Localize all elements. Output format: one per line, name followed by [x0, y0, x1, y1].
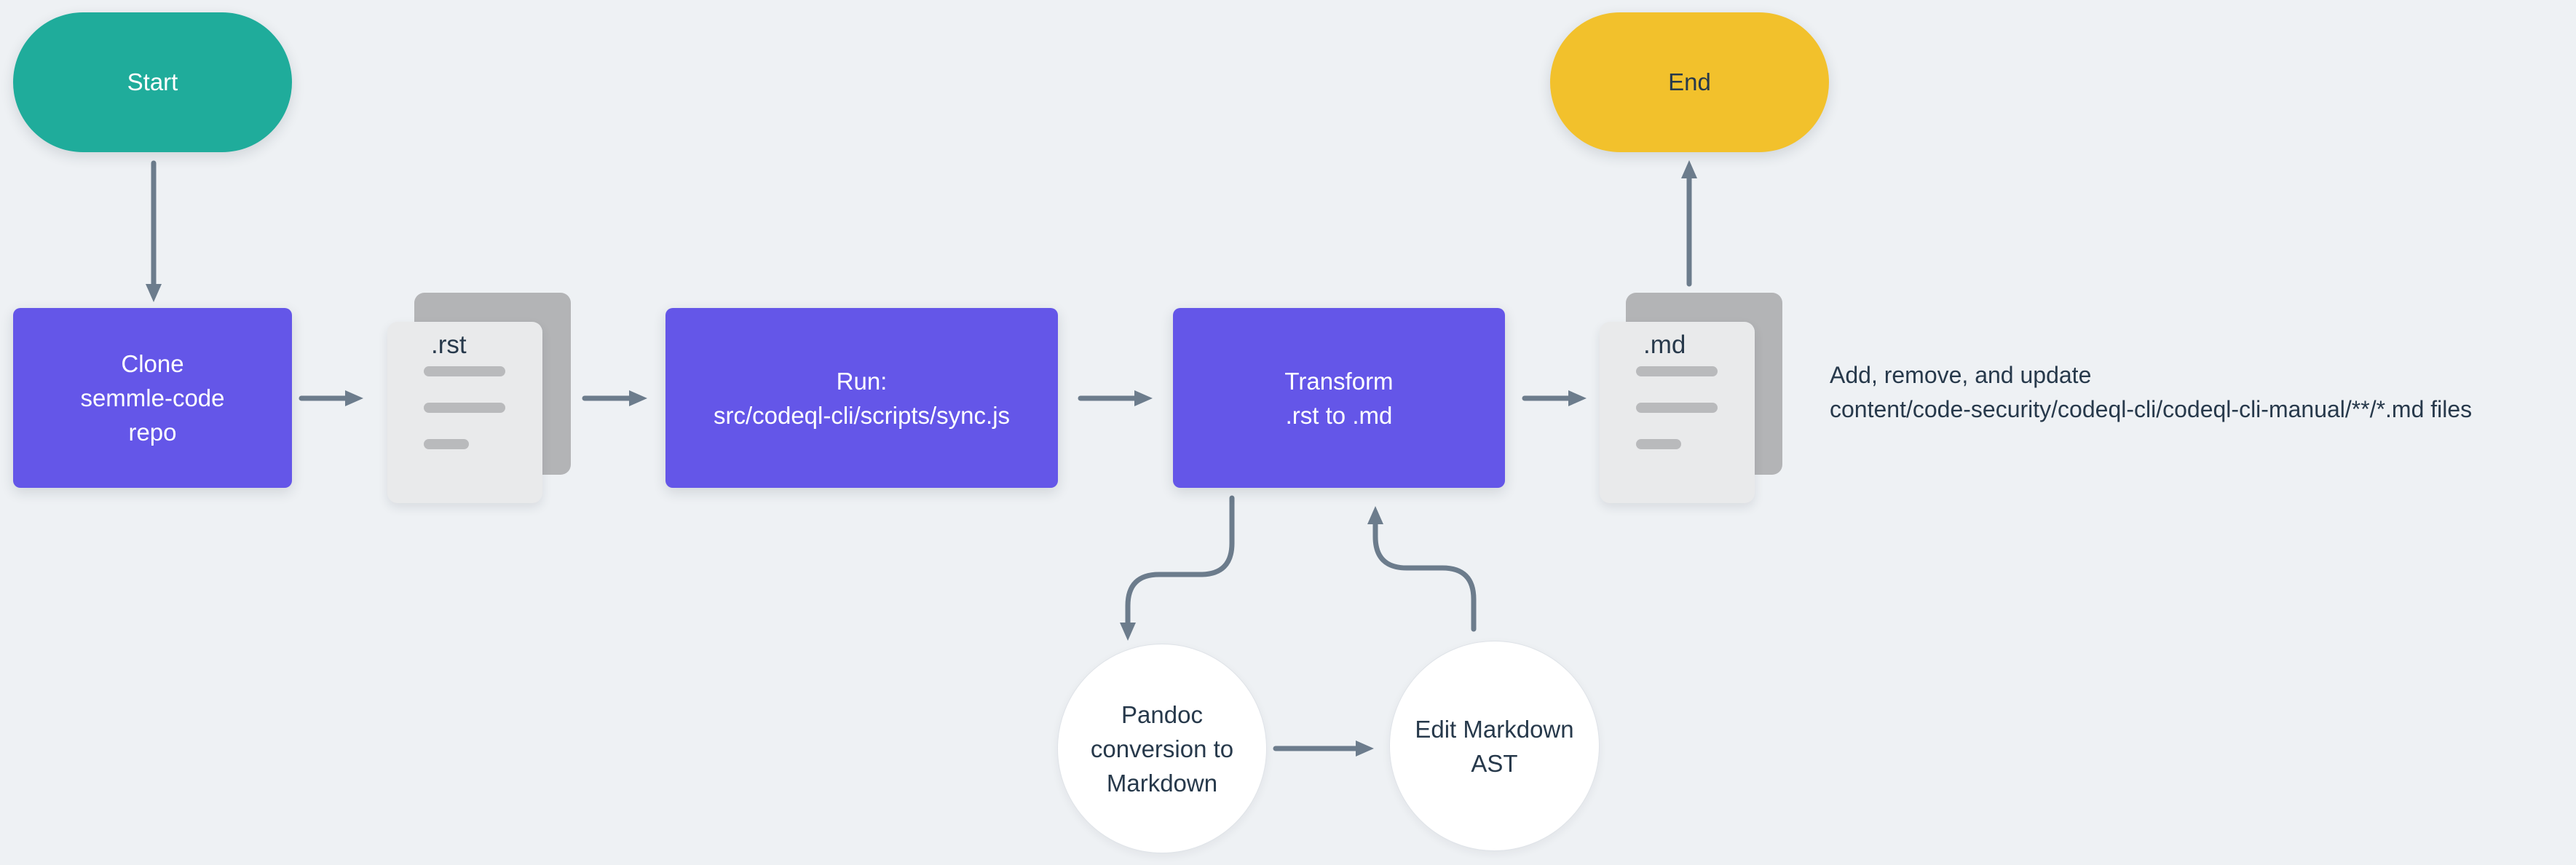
edit-markdown-ast-label: Edit Markdown AST — [1415, 715, 1574, 777]
text-line-glyph — [424, 366, 505, 376]
md-file-icon: .md — [1600, 293, 1783, 505]
clone-repo-node: Clone semmle-code repo — [13, 308, 292, 488]
transform-rst-to-md-label: Transform .rst to .md — [1284, 367, 1394, 429]
rst-file-icon: .rst — [387, 293, 571, 505]
clone-repo-label: Clone semmle-code repo — [80, 350, 225, 446]
arrow-edit-ast-to-transform — [1367, 506, 1477, 632]
text-line-glyph — [424, 439, 469, 449]
text-line-glyph — [1636, 366, 1718, 376]
start-label: Start — [127, 68, 178, 95]
end-label: End — [1668, 68, 1711, 95]
edit-markdown-ast-node: Edit Markdown AST — [1389, 641, 1600, 851]
run-sync-script-node: Run: src/codeql-cli/scripts/sync.js — [665, 308, 1058, 488]
transform-rst-to-md-node: Transform .rst to .md — [1173, 308, 1505, 488]
pandoc-conversion-node: Pandoc conversion to Markdown — [1057, 644, 1267, 853]
run-sync-script-label: Run: src/codeql-cli/scripts/sync.js — [713, 367, 1011, 429]
pandoc-conversion-label: Pandoc conversion to Markdown — [1090, 700, 1234, 797]
text-line-glyph — [1636, 439, 1681, 449]
arrow-transform-to-pandoc — [1120, 495, 1235, 641]
md-file-label: .md — [1643, 331, 1686, 359]
document-front-sheet: .rst — [387, 322, 542, 503]
rst-file-label: .rst — [431, 331, 467, 359]
end-node: End — [1550, 12, 1829, 152]
start-node: Start — [13, 12, 292, 152]
text-line-glyph — [1636, 403, 1718, 413]
text-line-glyph — [424, 403, 505, 413]
document-front-sheet: .md — [1600, 322, 1755, 503]
md-files-annotation: Add, remove, and update content/code-sec… — [1830, 362, 2473, 422]
